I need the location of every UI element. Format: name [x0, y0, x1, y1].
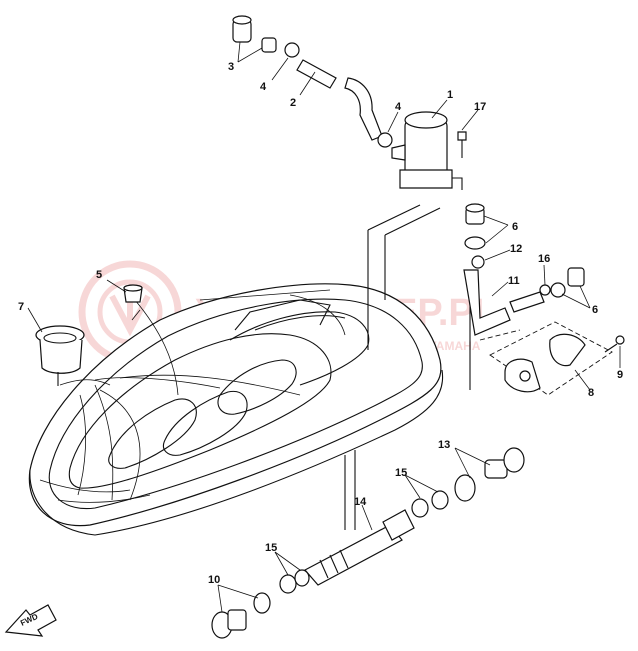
callout-9: 9 — [617, 369, 623, 381]
leader-lines — [344, 204, 521, 530]
callout-13: 13 — [438, 439, 450, 451]
callout-6a: 6 — [512, 221, 518, 233]
drain-plug-10 — [211, 592, 271, 639]
clamp-12 — [471, 255, 485, 269]
callout-7: 7 — [18, 301, 24, 313]
callout-6b: 6 — [592, 304, 598, 316]
callout-15a: 15 — [395, 467, 407, 479]
callout-10: 10 — [208, 574, 220, 586]
washer-15a — [411, 490, 449, 518]
callout-16: 16 — [538, 253, 550, 265]
bolt-9 — [604, 335, 625, 353]
washer-15b — [279, 569, 310, 594]
callout-1: 1 — [447, 89, 453, 101]
grommet-5 — [123, 284, 143, 303]
drain-pipe-14 — [304, 509, 415, 586]
jet-boat-hull — [28, 283, 444, 536]
fitting-13 — [454, 447, 525, 502]
hose — [296, 59, 383, 141]
callout-14: 14 — [354, 496, 367, 508]
valve-housing-8 — [489, 321, 613, 396]
callout-leaders — [27, 41, 621, 613]
plug-3 — [232, 15, 277, 53]
clamp-16 — [539, 284, 551, 296]
callouts: 1 2 3 4 4 5 6 6 7 8 9 10 11 12 13 14 15 … — [18, 61, 623, 586]
callout-15b: 15 — [265, 542, 277, 554]
fitting-6b — [550, 267, 585, 298]
hose-11 — [463, 269, 545, 336]
callout-11: 11 — [508, 275, 520, 287]
callout-17: 17 — [474, 101, 486, 113]
fitting-6a — [464, 203, 486, 250]
screw-17 — [457, 131, 467, 158]
bilge-pump — [391, 111, 463, 190]
cup-holder-7 — [35, 325, 85, 386]
fwd-arrow-icon: FWD — [4, 604, 57, 637]
callout-8: 8 — [588, 387, 594, 399]
hose-clamp-4a — [284, 42, 300, 58]
callout-12: 12 — [510, 243, 522, 255]
callout-5: 5 — [96, 269, 102, 281]
hose-clamp-4b — [377, 132, 393, 148]
callout-4b: 4 — [395, 101, 402, 113]
callout-3: 3 — [228, 61, 234, 73]
callout-2: 2 — [290, 97, 296, 109]
wiring-harness — [59, 299, 301, 501]
callout-4a: 4 — [260, 81, 267, 93]
